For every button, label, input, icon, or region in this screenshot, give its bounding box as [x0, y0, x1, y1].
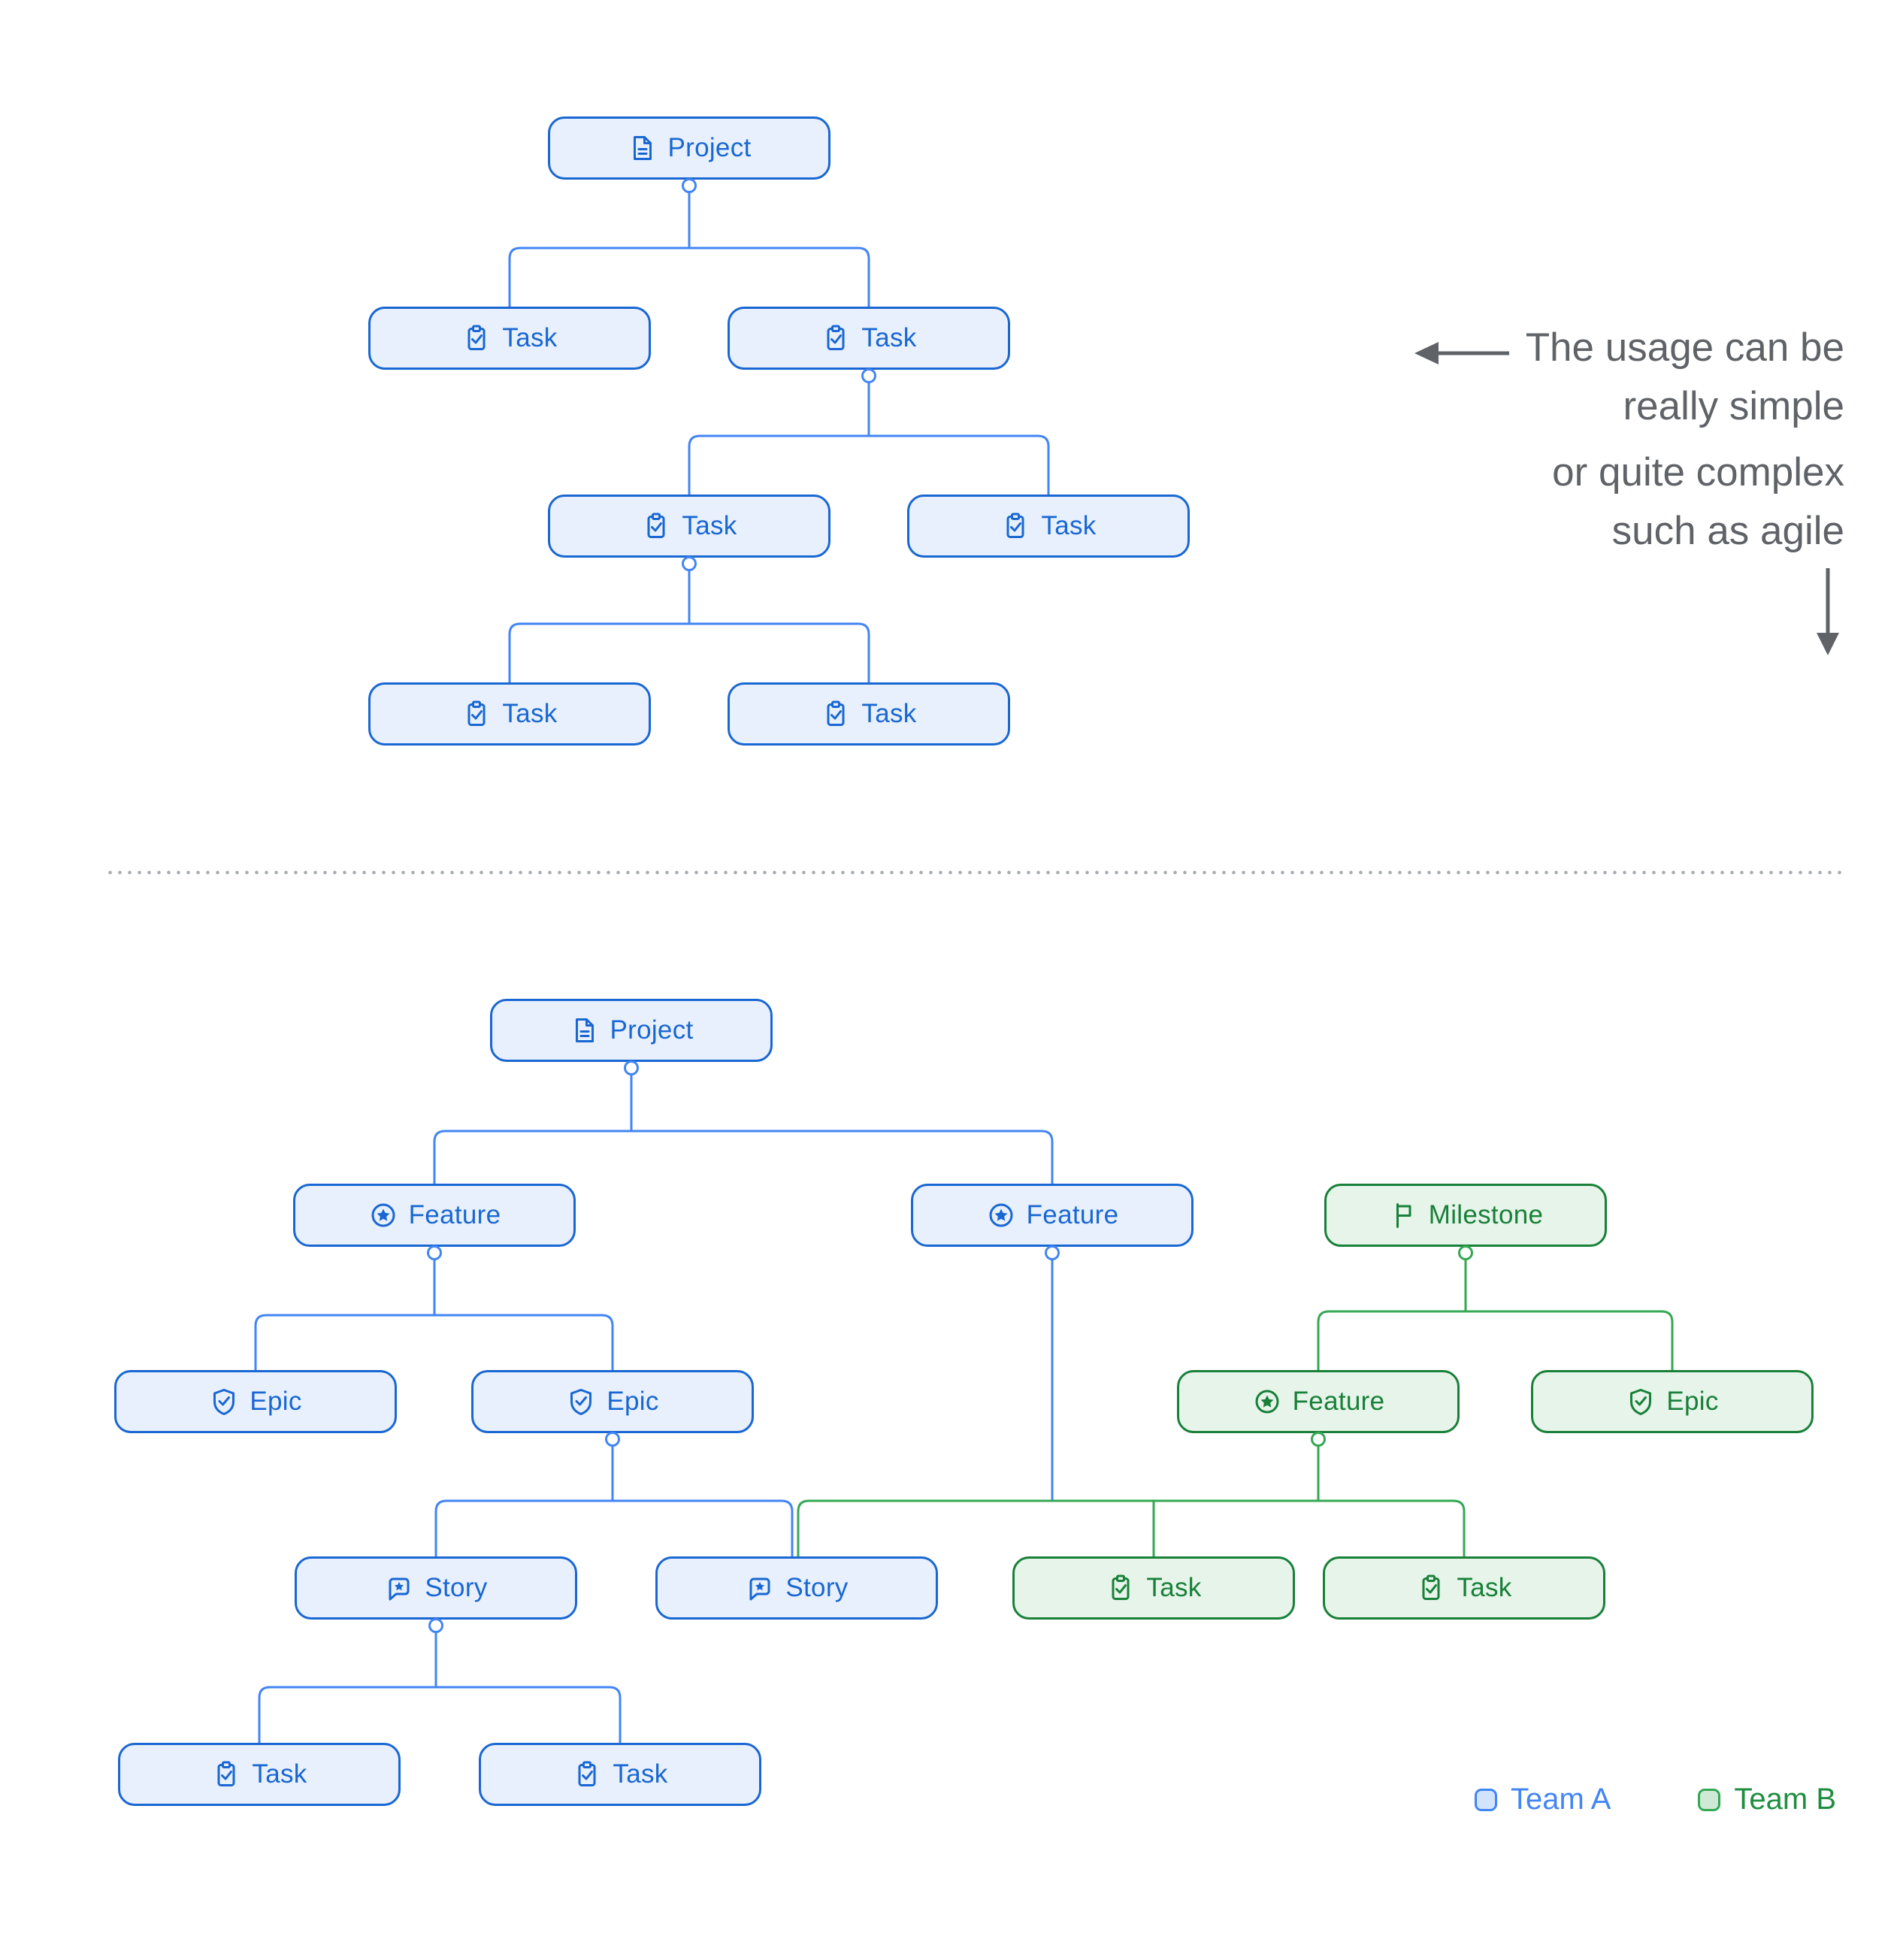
node-feature: Feature: [911, 1184, 1194, 1247]
annotation-text: The usage can be really simple or quite c…: [1318, 319, 1844, 561]
node-label: Task: [1457, 1573, 1512, 1602]
node-feature: Feature: [293, 1184, 576, 1247]
milestone-icon: [1388, 1200, 1418, 1230]
legend-item-team-b: Team B: [1698, 1783, 1836, 1816]
node-label: Feature: [408, 1200, 501, 1230]
story-icon: [745, 1573, 775, 1603]
node-label: Task: [861, 699, 917, 728]
node-label: Feature: [1292, 1387, 1385, 1416]
task-icon: [211, 1759, 241, 1789]
legend: Team A Team B: [1475, 1783, 1836, 1816]
connection-port: [428, 1618, 443, 1633]
task-icon: [461, 699, 492, 729]
annotation-phrase-complex: or quite complex such as agile: [1318, 443, 1844, 561]
connector-edge: [508, 622, 870, 682]
connection-port: [624, 1060, 639, 1075]
node-label: Task: [502, 699, 558, 728]
connection-port: [682, 556, 697, 571]
node-task: Task: [907, 495, 1190, 558]
node-task: Task: [1323, 1556, 1605, 1620]
node-project: Project: [490, 999, 773, 1062]
task-icon: [1416, 1573, 1446, 1603]
annotation-line: such as agile: [1611, 509, 1844, 553]
node-task: Task: [368, 682, 651, 746]
node-milestone: Milestone: [1324, 1184, 1607, 1247]
node-project: Project: [548, 116, 830, 180]
task-icon: [821, 699, 851, 729]
node-story: Story: [655, 1556, 938, 1620]
connection-port: [682, 178, 697, 193]
team-b-swatch-icon: [1698, 1788, 1721, 1811]
node-label: Task: [613, 1759, 668, 1789]
feature-icon: [986, 1200, 1016, 1230]
team-a-swatch-icon: [1475, 1788, 1497, 1811]
connector-edge: [1317, 1310, 1674, 1370]
node-label: Project: [667, 133, 752, 162]
connector-edge: [688, 434, 1050, 495]
annotation-phrase-simple: The usage can be really simple: [1318, 319, 1844, 436]
connector-edge: [433, 1130, 1054, 1184]
connector-edge: [254, 1314, 614, 1370]
connection-port: [605, 1432, 620, 1447]
connector-edge: [797, 1499, 1466, 1556]
task-icon: [1106, 1573, 1136, 1603]
story-icon: [384, 1573, 414, 1603]
annotation-line: really simple: [1623, 384, 1844, 428]
task-icon: [821, 323, 851, 353]
node-label: Task: [682, 511, 737, 540]
node-label: Task: [861, 323, 917, 352]
annotation-line: or quite complex: [1552, 450, 1844, 495]
connector-edge: [434, 1499, 794, 1556]
node-label: Feature: [1026, 1200, 1119, 1230]
document-icon: [627, 133, 657, 163]
connector-edge: [258, 1686, 622, 1743]
connection-port: [861, 368, 876, 383]
document-icon: [569, 1015, 599, 1045]
task-icon: [1000, 511, 1030, 541]
task-icon: [572, 1759, 602, 1789]
connection-port: [1311, 1432, 1326, 1447]
node-label: Milestone: [1428, 1200, 1544, 1230]
legend-label: Team B: [1734, 1783, 1837, 1816]
node-label: Task: [1146, 1573, 1202, 1602]
node-task: Task: [728, 682, 1010, 746]
node-label: Task: [502, 323, 558, 352]
connection-port: [427, 1245, 442, 1260]
node-task: Task: [118, 1743, 401, 1806]
node-task: Task: [368, 307, 651, 370]
legend-label: Team A: [1511, 1783, 1611, 1816]
node-label: Project: [610, 1015, 694, 1045]
task-icon: [641, 511, 671, 541]
connection-port: [1458, 1245, 1473, 1260]
node-task: Task: [1012, 1556, 1295, 1620]
epic-icon: [566, 1387, 596, 1417]
node-label: Story: [425, 1573, 488, 1602]
node-label: Epic: [250, 1387, 302, 1416]
node-epic: Epic: [114, 1370, 397, 1433]
node-label: Task: [252, 1759, 307, 1789]
node-label: Epic: [1666, 1387, 1719, 1416]
epic-icon: [1626, 1387, 1656, 1417]
annotation-line: The usage can be: [1525, 325, 1844, 370]
node-label: Task: [1041, 511, 1097, 540]
node-feature: Feature: [1177, 1370, 1460, 1433]
node-task: Task: [728, 307, 1010, 370]
node-story: Story: [295, 1556, 577, 1620]
dotted-divider: [105, 870, 1846, 875]
connector-edge: [508, 247, 870, 307]
epic-icon: [209, 1387, 239, 1417]
arrow-down-icon: [1817, 568, 1839, 655]
legend-item-team-a: Team A: [1475, 1783, 1611, 1816]
task-icon: [461, 323, 492, 353]
connection-port: [1045, 1245, 1060, 1260]
node-epic: Epic: [471, 1370, 754, 1433]
node-task: Task: [548, 495, 830, 558]
node-epic: Epic: [1531, 1370, 1814, 1433]
feature-icon: [368, 1200, 398, 1230]
node-label: Story: [785, 1573, 849, 1602]
node-task: Task: [479, 1743, 761, 1806]
node-label: Epic: [607, 1387, 659, 1416]
feature-icon: [1252, 1387, 1282, 1417]
